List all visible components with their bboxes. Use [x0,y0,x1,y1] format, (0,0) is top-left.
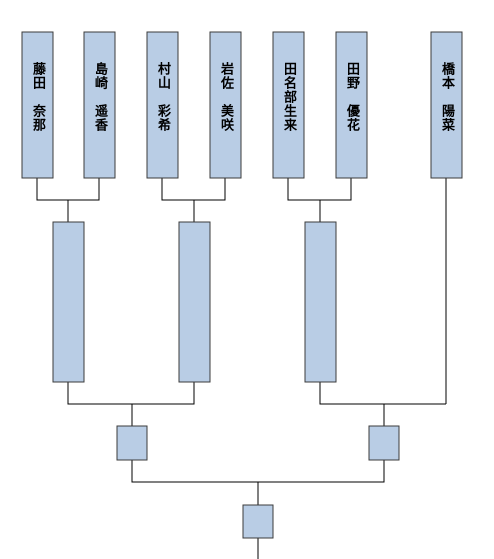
entrant-box-frame [335,31,368,179]
connector-e1-e2 [36,178,100,222]
round2-slot-2 [178,221,211,383]
entrant-name: 岩佐 美咲 [218,61,235,132]
entrant-box-frame [21,31,54,179]
entrant-name: 島崎 遥香 [92,61,109,132]
entrant-box-5: 田名部生来 [272,31,305,179]
connector-semi [131,460,385,505]
connector-r2-left [67,382,195,426]
connector-r2-right [319,382,446,426]
entrant-box-frame [430,31,463,179]
entrant-name: 橋本 陽菜 [439,61,456,132]
connector-e3-e4 [161,178,226,222]
entrant-box-7: 橋本 陽菜 [430,31,463,179]
entrant-name: 田野 優花 [344,62,361,132]
final-slot [242,504,274,539]
entrant-name: 藤田 奈那 [30,61,47,132]
connector-e5-e6 [287,178,352,222]
entrant-box-frame [83,31,116,179]
entrant-box-2: 島崎 遥香 [83,31,116,179]
round2-slot-3 [304,221,337,383]
entrant-box-1: 藤田 奈那 [21,31,54,179]
entrant-name: 田名部生来 [281,62,298,132]
entrant-name: 村山 彩希 [155,61,172,132]
entrant-box-frame [272,31,305,179]
entrant-box-frame [146,31,179,179]
entrant-box-frame [209,31,242,179]
semifinal-slot-1 [116,425,148,461]
semifinal-slot-2 [368,425,400,461]
entrant-box-4: 岩佐 美咲 [209,31,242,179]
entrant-box-3: 村山 彩希 [146,31,179,179]
entrant-box-6: 田野 優花 [335,31,368,179]
round2-slot-1 [52,221,85,383]
